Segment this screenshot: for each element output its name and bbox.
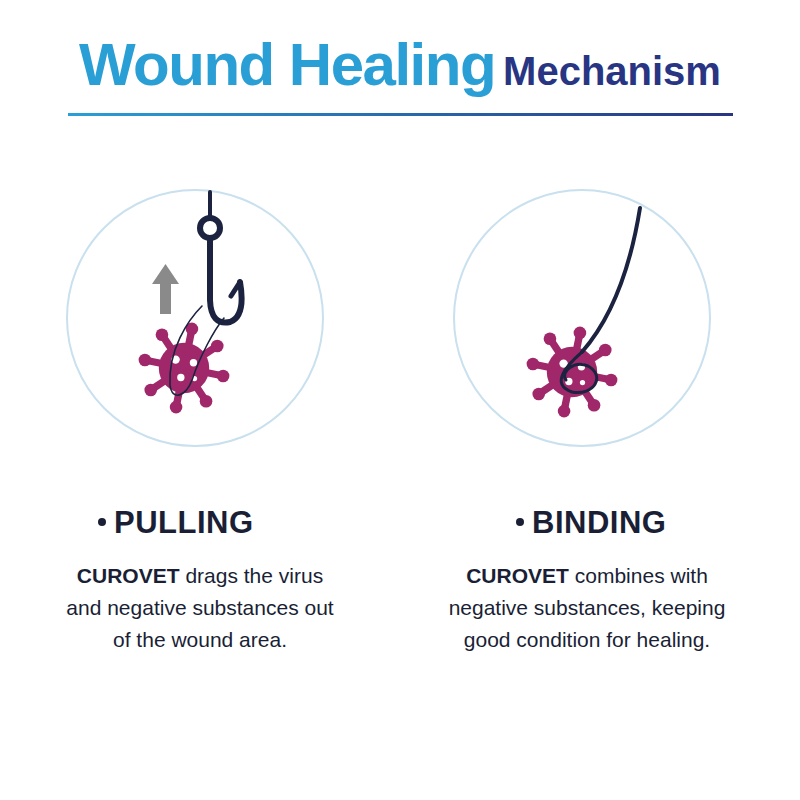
brand-name: CUROVET [466,564,569,587]
bullet-dot [516,518,524,526]
title-sub: Mechanism [503,49,721,93]
section-heading: PULLING [98,505,254,541]
virus-icon [527,327,618,418]
section-heading: BINDING [516,505,666,541]
pull-arrow [152,264,179,314]
title-main: Wound Healing [79,31,495,98]
virus-spike-tip [211,340,224,353]
section-description: CUROVETcombines with negative substances… [432,560,742,656]
section-title: BINDING [532,505,666,540]
virus-spike-tip [544,332,557,345]
virus-spike-tip [156,328,169,341]
virus-spike-tip [588,399,601,412]
virus-icon [139,323,230,414]
section-title: PULLING [114,505,254,540]
virus-spike-tip [200,395,213,408]
virus-body [547,347,597,397]
brand-name: CUROVET [77,564,180,587]
bullet-dot [98,518,106,526]
virus-spike-tip [170,401,183,414]
virus-spot [190,359,197,366]
virus-spike-tip [527,358,540,371]
illustration-circle [454,190,710,446]
virus-spike-tip [217,370,230,383]
virus-spike-tip [599,344,612,357]
virus-spike-tip [574,327,587,340]
virus-spot [580,380,585,385]
virus-spike-tip [139,354,152,367]
virus-body [159,343,209,393]
section-description: CUROVETdrags the virus and negative subs… [66,560,334,656]
virus-spike-tip [558,405,571,418]
title-rule [68,113,733,116]
title: Wound HealingMechanism [0,30,800,99]
illustration-circle [67,190,323,446]
virus-spike-tip [605,374,618,387]
virus-spot [177,374,184,381]
fish-hook [170,192,242,395]
binding-line [561,208,640,393]
virus-spike-tip [532,388,545,401]
virus-spike-tip [144,384,157,397]
